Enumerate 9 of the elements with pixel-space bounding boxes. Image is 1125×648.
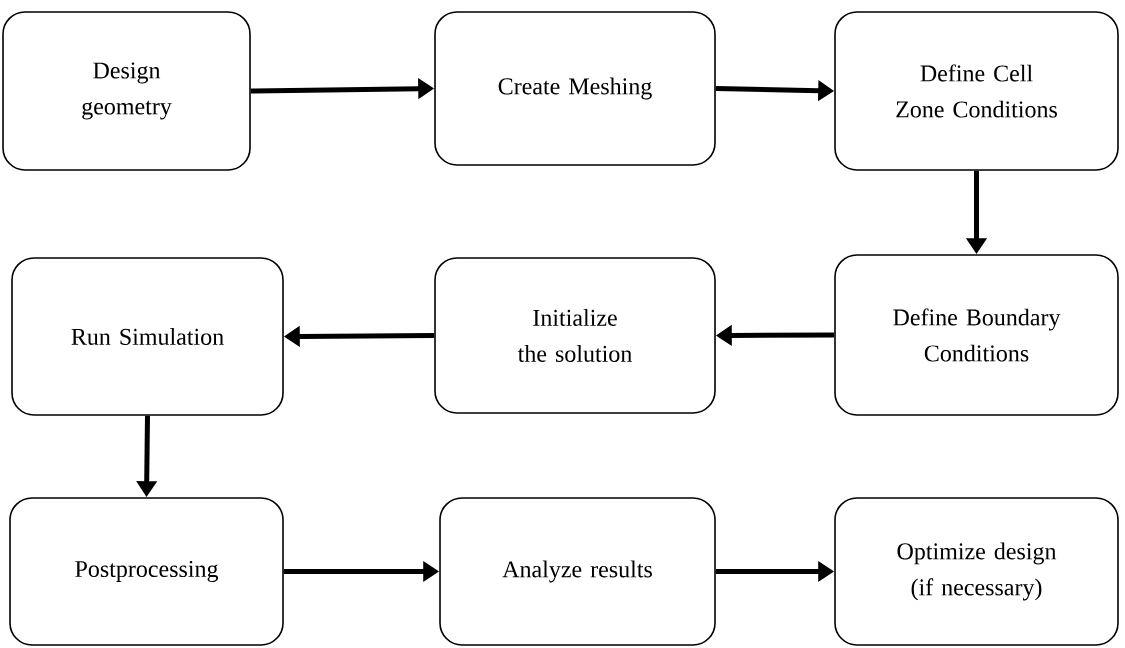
process-box: Design geometry — [2, 11, 251, 171]
process-box: Run Simulation — [11, 257, 284, 416]
process-box: Postprocessing — [9, 497, 284, 646]
process-box: Initialize the solution — [434, 257, 716, 414]
process-box: Define Cell Zone Conditions — [834, 11, 1119, 171]
process-box: Create Meshing — [434, 11, 716, 166]
process-box: Optimize design (if necessary) — [834, 497, 1119, 646]
process-box: Analyze results — [439, 497, 716, 646]
process-box: Define Boundary Conditions — [834, 254, 1119, 416]
